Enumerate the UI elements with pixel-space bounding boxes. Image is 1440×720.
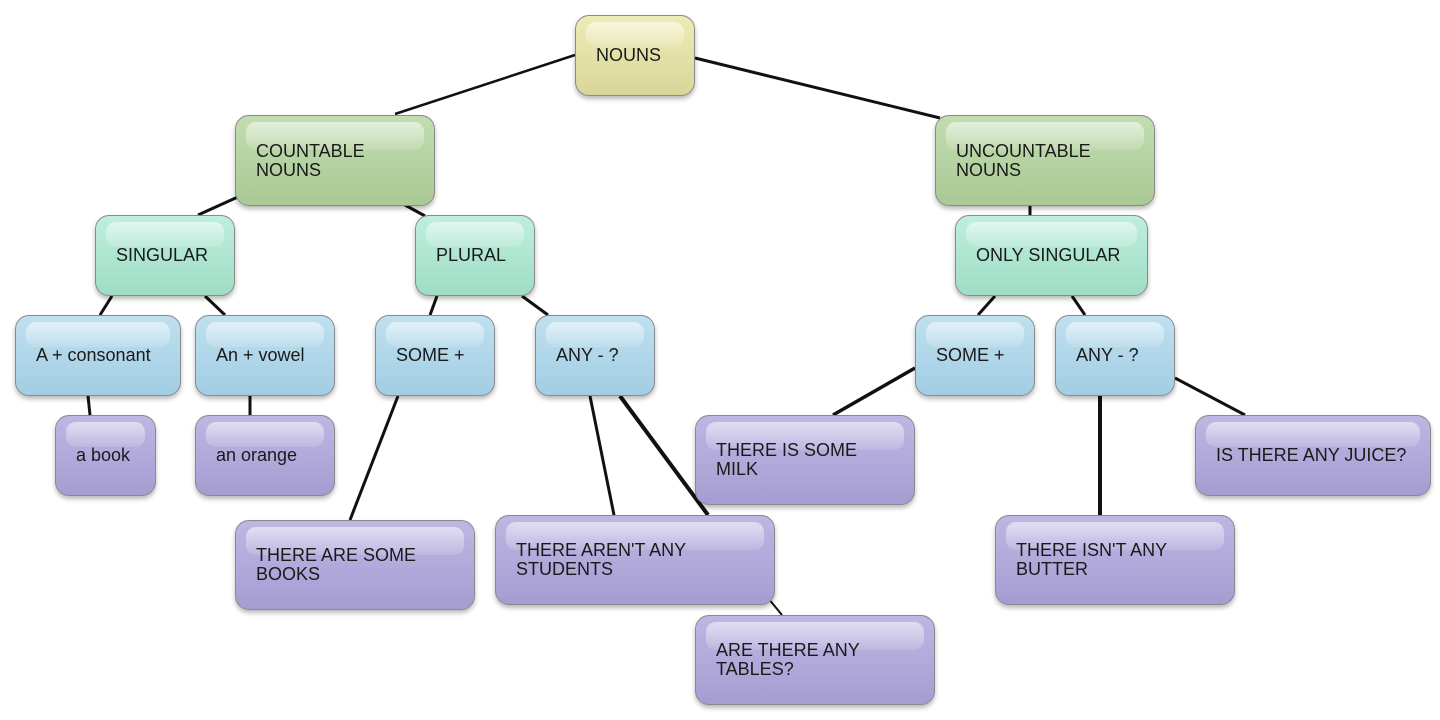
node-is-there-any-juice: IS THERE ANY JUICE?	[1195, 415, 1431, 496]
connector-line-17	[832, 366, 916, 417]
node-there-is-some-milk: THERE IS SOME MILK	[695, 415, 915, 505]
node-are-there-any-tables: ARE THERE ANY TABLES?	[695, 615, 935, 705]
connector-line-6	[203, 294, 227, 317]
connector-line-11	[86, 395, 92, 416]
connector-line-15	[618, 394, 710, 517]
connector-line-2	[197, 194, 241, 217]
connector-line-19	[1174, 376, 1246, 417]
connector-line-9	[976, 294, 997, 317]
node-singular: SINGULAR	[95, 215, 235, 296]
node-some-plus-countable: SOME +	[375, 315, 495, 396]
node-there-are-some-books: THERE ARE SOME BOOKS	[235, 520, 475, 610]
connector-line-13	[348, 395, 400, 521]
connector-line-14	[588, 395, 616, 516]
node-only-singular: ONLY SINGULAR	[955, 215, 1148, 296]
node-a-book: a book	[55, 415, 156, 496]
node-any-question-uncountable: ANY - ?	[1055, 315, 1175, 396]
node-some-plus-uncountable: SOME +	[915, 315, 1035, 396]
node-any-question-countable: ANY - ?	[535, 315, 655, 396]
node-plural: PLURAL	[415, 215, 535, 296]
node-an-orange: an orange	[195, 415, 335, 496]
node-an-vowel: An + vowel	[195, 315, 335, 396]
connector-line-8	[521, 294, 549, 317]
node-uncountable-nouns: UNCOUNTABLE NOUNS	[935, 115, 1155, 206]
connector-line-10	[1070, 295, 1087, 316]
node-a-consonant: A + consonant	[15, 315, 181, 396]
connector-line-3	[404, 203, 426, 218]
node-countable-nouns: COUNTABLE NOUNS	[235, 115, 435, 206]
node-nouns: NOUNS	[575, 15, 695, 96]
connector-line-0	[394, 53, 576, 116]
node-there-isnt-any-butter: THERE ISN'T ANY BUTTER	[995, 515, 1235, 605]
node-there-arent-any-students: THERE AREN'T ANY STUDENTS	[495, 515, 775, 605]
connector-line-1	[694, 56, 941, 120]
connector-line-7	[428, 295, 439, 316]
connector-line-5	[98, 295, 114, 316]
